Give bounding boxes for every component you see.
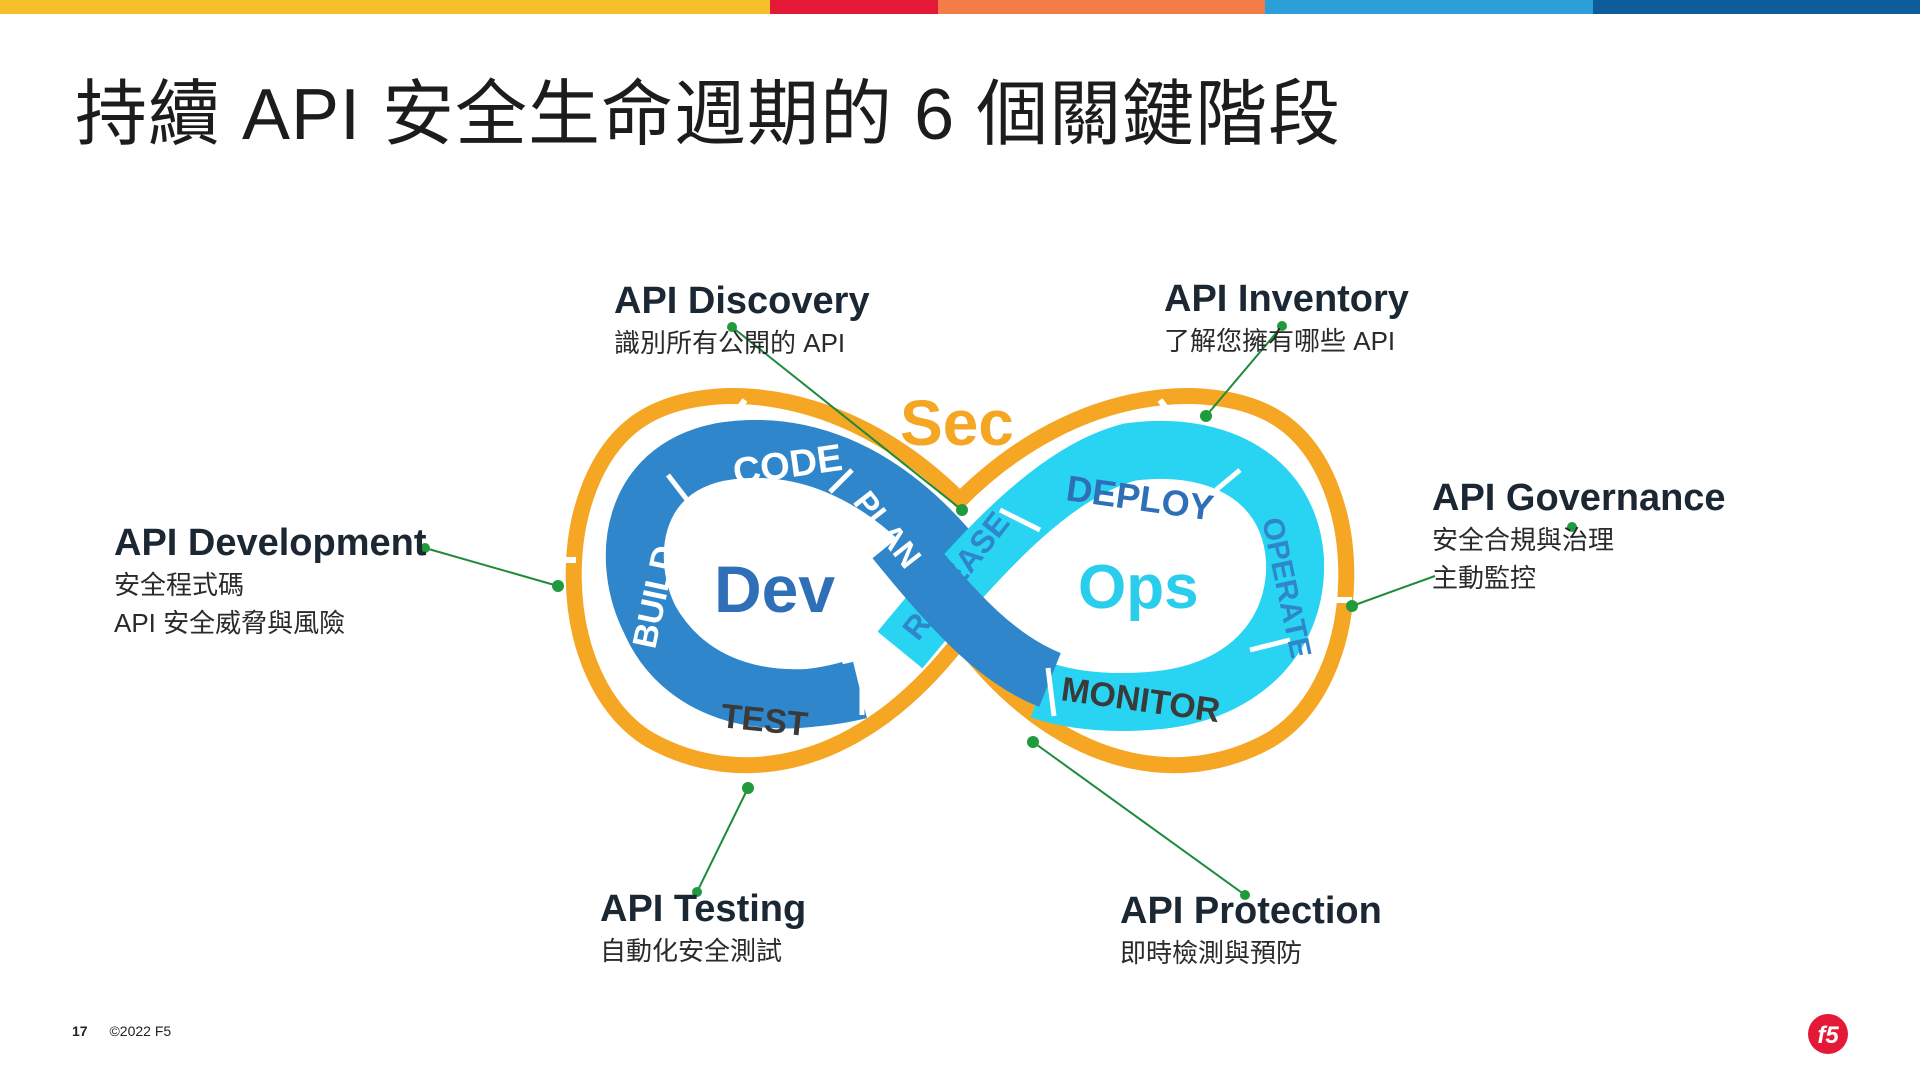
page-number: 17 bbox=[72, 1023, 88, 1039]
callout-development-line-1: 安全程式碼 bbox=[114, 570, 245, 600]
connector-testing bbox=[696, 787, 749, 893]
slide-footer: 17 ©2022 F5 bbox=[72, 1023, 171, 1039]
outer-ring-right bbox=[952, 388, 1355, 774]
callout-governance-head: API Governance bbox=[1432, 477, 1726, 519]
dev-label: Dev bbox=[714, 552, 835, 626]
callout-discovery: API Discovery 識別所有公開的 API bbox=[614, 278, 870, 362]
top-bar-segment-orange bbox=[938, 0, 1265, 14]
callout-governance-line-2: 主動監控 bbox=[1432, 563, 1537, 593]
dot-discovery-b bbox=[956, 504, 968, 516]
callout-inventory-line-1: 了解您擁有哪些 API bbox=[1164, 326, 1396, 356]
band-separators bbox=[666, 468, 1291, 717]
callout-protection: API Protection 即時檢測與預防 bbox=[1120, 888, 1382, 972]
outer-ring-left bbox=[565, 388, 968, 774]
sec-label: Sec bbox=[900, 387, 1014, 459]
callout-testing: API Testing 自動化安全測試 bbox=[600, 886, 806, 970]
dot-development-b bbox=[552, 580, 564, 592]
callout-discovery-line-1: 識別所有公開的 API bbox=[614, 328, 846, 358]
dot-governance-a bbox=[1567, 522, 1577, 532]
top-bar-segment-blue bbox=[1265, 0, 1593, 14]
dev-band-cross bbox=[872, 521, 1062, 707]
callout-development: API Development 安全程式碼 API 安全威脅與風險 bbox=[114, 520, 427, 642]
dot-testing-b bbox=[742, 782, 754, 794]
callout-testing-line-1: 自動化安全測試 bbox=[600, 936, 783, 966]
callout-governance: API Governance 安全合規與治理 主動監控 bbox=[1432, 475, 1726, 597]
f5-logo-text: f5 bbox=[1817, 1022, 1839, 1049]
callout-inventory: API Inventory 了解您擁有哪些 API bbox=[1164, 276, 1409, 360]
callout-governance-line-1: 安全合規與治理 bbox=[1432, 525, 1615, 555]
callout-protection-line-1: 即時檢測與預防 bbox=[1120, 938, 1303, 968]
top-bar-segment-yellow bbox=[0, 0, 770, 14]
dot-protection-a bbox=[1240, 890, 1250, 900]
dot-discovery-a bbox=[727, 322, 737, 332]
outer-ring-arrow-marks bbox=[560, 398, 1352, 798]
connector-dots bbox=[420, 321, 1577, 900]
dot-inventory-b bbox=[1200, 410, 1212, 422]
callout-protection-head: API Protection bbox=[1120, 890, 1382, 932]
ops-band bbox=[877, 420, 1325, 731]
callout-discovery-head: API Discovery bbox=[614, 280, 870, 322]
ops-label: Ops bbox=[1078, 553, 1199, 622]
connector-lines bbox=[424, 325, 1436, 896]
top-bar-segment-red bbox=[770, 0, 938, 14]
connector-discovery bbox=[731, 326, 963, 511]
connector-development bbox=[424, 547, 559, 587]
dot-testing-a bbox=[692, 887, 702, 897]
dot-development-a bbox=[420, 543, 430, 553]
connector-inventory bbox=[1205, 325, 1283, 417]
f5-logo-circle bbox=[1808, 1014, 1848, 1054]
callout-inventory-head: API Inventory bbox=[1164, 278, 1409, 320]
f5-logo: f5 bbox=[1808, 1014, 1848, 1054]
connector-protection bbox=[1032, 741, 1246, 896]
dev-band-bottom bbox=[624, 604, 867, 728]
dot-inventory-a bbox=[1277, 321, 1287, 331]
top-bar-segment-navy bbox=[1593, 0, 1920, 14]
connector-governance bbox=[1351, 575, 1436, 607]
loop-label-test: TEST bbox=[719, 697, 810, 744]
dot-protection-b bbox=[1027, 736, 1039, 748]
slide-title: 持續 API 安全生命週期的 6 個關鍵階段 bbox=[75, 75, 1342, 155]
callout-development-head: API Development bbox=[114, 522, 427, 564]
dot-governance-b bbox=[1346, 600, 1358, 612]
top-color-bar bbox=[0, 0, 1920, 14]
callout-testing-head: API Testing bbox=[600, 888, 807, 930]
copyright-text: ©2022 F5 bbox=[109, 1023, 172, 1039]
callout-development-line-2: API 安全威脅與風險 bbox=[114, 608, 346, 638]
